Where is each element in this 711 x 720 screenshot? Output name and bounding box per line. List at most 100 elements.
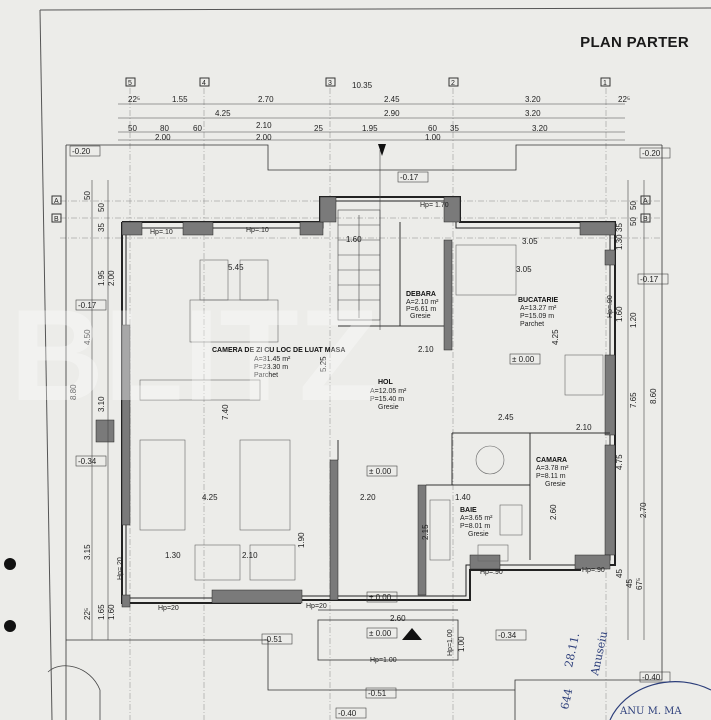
stamp-text: ANU M. MA [619, 706, 682, 717]
level-text: -0.17 [400, 173, 419, 182]
room-perimeter: P=15.40 m [370, 396, 404, 403]
dim-text: 2.10 [576, 423, 592, 432]
right-dimension-lines [627, 180, 645, 640]
handwriting: 28.11. Anuseiu 644 [558, 630, 610, 711]
room-name: HOL [378, 379, 394, 386]
dim-text: 50 [629, 201, 638, 210]
room-floor: Gresie [468, 531, 489, 538]
dim-text: 22⁵ [83, 608, 92, 620]
dim-text: 1.60 [346, 235, 362, 244]
dim-text: 8.80 [69, 384, 78, 400]
sill-text: Hp=1.00 [370, 657, 397, 664]
porch [317, 609, 459, 661]
dim-text: 2.10 [256, 121, 272, 130]
axis-markers-side: A B A B [51, 195, 651, 223]
dim-text: 35 [450, 124, 459, 133]
room-perimeter: P=23.30 m [254, 364, 288, 371]
inner-dimensions: 5.45 7.40 4.25 5.25 1.30 2.10 2.20 1.90 … [165, 235, 592, 652]
dim-text: 45 [615, 569, 624, 578]
dim-text: 50 [83, 191, 92, 200]
interior-partitions [337, 222, 610, 560]
room-name: BAIE [460, 507, 477, 514]
room-area: A=3.78 m² [536, 465, 569, 472]
dim-text: 25 [314, 124, 323, 133]
dim-text: 2.10 [418, 345, 434, 354]
level-text: -0.20 [72, 147, 91, 156]
level-text: -0.17 [78, 301, 97, 310]
room-perimeter: P=15.09 m [520, 313, 554, 320]
room-hol: HOL A=12.05 m² P=15.40 m Gresie [370, 379, 407, 411]
level-text: -0.34 [78, 457, 97, 466]
dim-text: 50 [128, 124, 137, 133]
row-axis-label: B [54, 216, 59, 223]
dim-text: 2.00 [107, 270, 116, 286]
level-text: -0.34 [498, 631, 517, 640]
level-text: -0.51 [368, 689, 387, 698]
sill-text: Hp=.90 [582, 567, 605, 574]
dim-text: 3.05 [522, 237, 538, 246]
dim-text: 1.60 [615, 306, 624, 322]
left-dimensions: 50 50 35 2.00 1.95 4.50 8.80 3.10 3.15 1… [69, 191, 116, 620]
dim-text: 1.60 [107, 604, 116, 620]
dim-text: 45 [625, 579, 634, 588]
room-floor: Gresie [545, 481, 566, 488]
row-axis-label: B [643, 216, 648, 223]
sill-text: Hp=.20 [117, 557, 124, 580]
level-text: ± 0.00 [369, 593, 392, 602]
dim-text: 3.20 [525, 95, 541, 104]
room-living: CAMERA DE ZI CU LOC DE LUAT MASA A=31.45… [212, 347, 345, 379]
room-area: A=3.65 m² [460, 515, 493, 522]
sill-text: Hp= 1.70 [420, 202, 449, 209]
dim-text: 4.25 [202, 493, 218, 502]
dim-text: 1.95 [97, 270, 106, 286]
dim-text: 1.65 [97, 604, 106, 620]
left-dimension-lines [91, 180, 109, 640]
level-text: ± 0.00 [369, 629, 392, 638]
level-text: -0.40 [338, 709, 357, 718]
room-name: CAMARA [536, 457, 567, 464]
dim-text: 1.40 [455, 493, 471, 502]
dim-text: 50 [97, 203, 106, 212]
axis-markers-top: 5 4 3 2 1 [125, 77, 611, 87]
handwritten-name: Anuseiu [588, 630, 610, 678]
dim-text: 3.10 [97, 396, 106, 412]
dim-text: 2.15 [421, 524, 430, 540]
level-text: ± 0.00 [512, 355, 535, 364]
top-dimension-lines [118, 103, 625, 141]
axis-label: 4 [202, 80, 206, 87]
dim-text: 5.45 [228, 263, 244, 272]
dim-text: 4.75 [615, 454, 624, 470]
plan-title: PLAN PARTER [580, 34, 689, 51]
dim-text: 4.25 [551, 329, 560, 345]
dim-text: 5.25 [319, 356, 328, 372]
room-area: A=13.27 m² [520, 305, 557, 312]
punch-hole-icon [4, 558, 16, 570]
right-dimensions: 50 50 35 1.30 1.60 1.20 7.65 8.60 4.75 2… [615, 201, 658, 590]
level-text: -0.20 [642, 149, 661, 158]
room-perimeter: P=8.11 m [536, 473, 566, 480]
dim-text: 2.45 [498, 413, 514, 422]
entry-arrow-icon [402, 628, 422, 640]
room-name: BUCATARIE [518, 297, 559, 304]
room-perimeter: P=6.61 m [406, 306, 436, 313]
dim-text: 4.25 [215, 109, 231, 118]
punch-hole-icon [4, 620, 16, 632]
frame-top [39, 7, 711, 11]
sill-text: Hp=20 [158, 605, 179, 612]
room-camara: CAMARA A=3.78 m² P=8.11 m Gresie [536, 457, 569, 488]
dim-text: 8.60 [649, 388, 658, 404]
dim-text: 1.30 [165, 551, 181, 560]
terrain-right [514, 145, 663, 720]
dim-text: 60 [428, 124, 437, 133]
dim-text: 60 [193, 124, 202, 133]
level-markers: -0.20 -0.20 -0.17 -0.17 -0.17 -0.34 -0.5… [69, 145, 671, 719]
dim-text: 3.05 [516, 265, 532, 274]
level-text: -0.40 [642, 673, 661, 682]
dim-text: 1.00 [425, 133, 441, 142]
sill-text: Hp=20 [306, 603, 327, 610]
dim-text: 2.70 [639, 502, 648, 518]
dim-text: 1.20 [629, 312, 638, 328]
room-baie: BAIE A=3.65 m² P=8.01 m Gresie [460, 507, 493, 538]
